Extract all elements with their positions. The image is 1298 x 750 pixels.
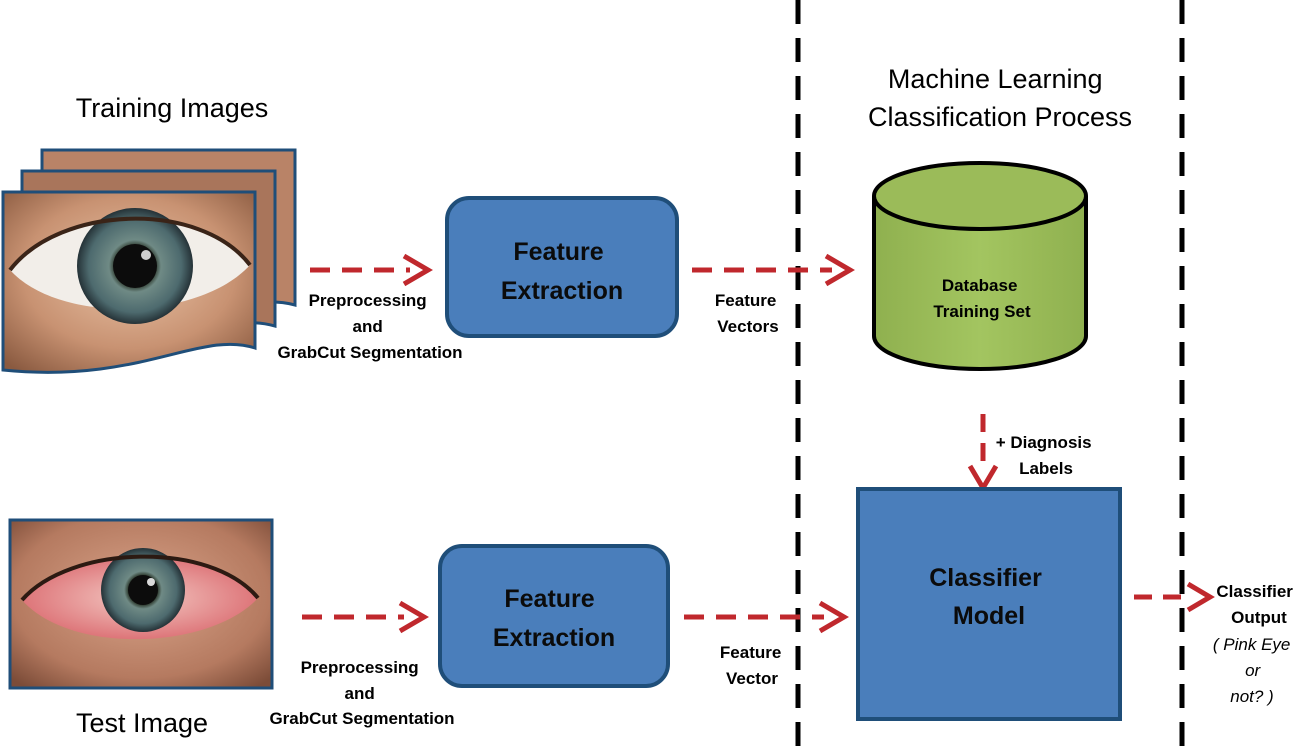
ml-process-title: Machine Learning Classification Process xyxy=(868,64,1132,132)
test-preprocess-label: Preprocessing and GrabCut Segmentation xyxy=(269,658,454,728)
arrow-classifier-output xyxy=(1134,581,1215,613)
train-preprocess-label: Preprocessing and GrabCut Segmentation xyxy=(277,291,462,362)
train-feature-extraction-box xyxy=(445,196,679,338)
classifier-output-result: ( Pink Eye or not? ) xyxy=(1213,635,1295,706)
database-label: Database Training Set xyxy=(933,276,1031,321)
database-cylinder xyxy=(872,161,1088,371)
arrow-train-vectors xyxy=(692,253,855,287)
arrow-db-classifier xyxy=(967,414,999,493)
test-eye-photo xyxy=(8,518,274,690)
feature-vector-label: Feature Vector xyxy=(720,643,786,688)
test-feature-extraction-box xyxy=(438,544,670,688)
classifier-output-label: Classifier Output xyxy=(1216,582,1297,627)
classifier-model-box xyxy=(856,487,1122,721)
diagnosis-labels-label: + Diagnosis Labels xyxy=(996,433,1097,478)
train-feature-extraction-label: Feature Extraction xyxy=(501,238,623,305)
arrow-test-preprocess xyxy=(302,600,429,634)
arrow-train-preprocess xyxy=(310,253,433,287)
arrow-test-vector xyxy=(684,600,849,634)
training-image-stack xyxy=(1,148,297,374)
test-image-title: Test Image xyxy=(76,708,208,738)
test-feature-extraction-label: Feature Extraction xyxy=(493,585,615,652)
feature-vectors-label: Feature Vectors xyxy=(715,291,781,336)
classifier-model-label: Classifier Model xyxy=(929,564,1049,630)
stack-frame-front xyxy=(1,190,257,374)
training-eye-photo xyxy=(3,192,255,372)
training-images-title: Training Images xyxy=(76,93,269,123)
